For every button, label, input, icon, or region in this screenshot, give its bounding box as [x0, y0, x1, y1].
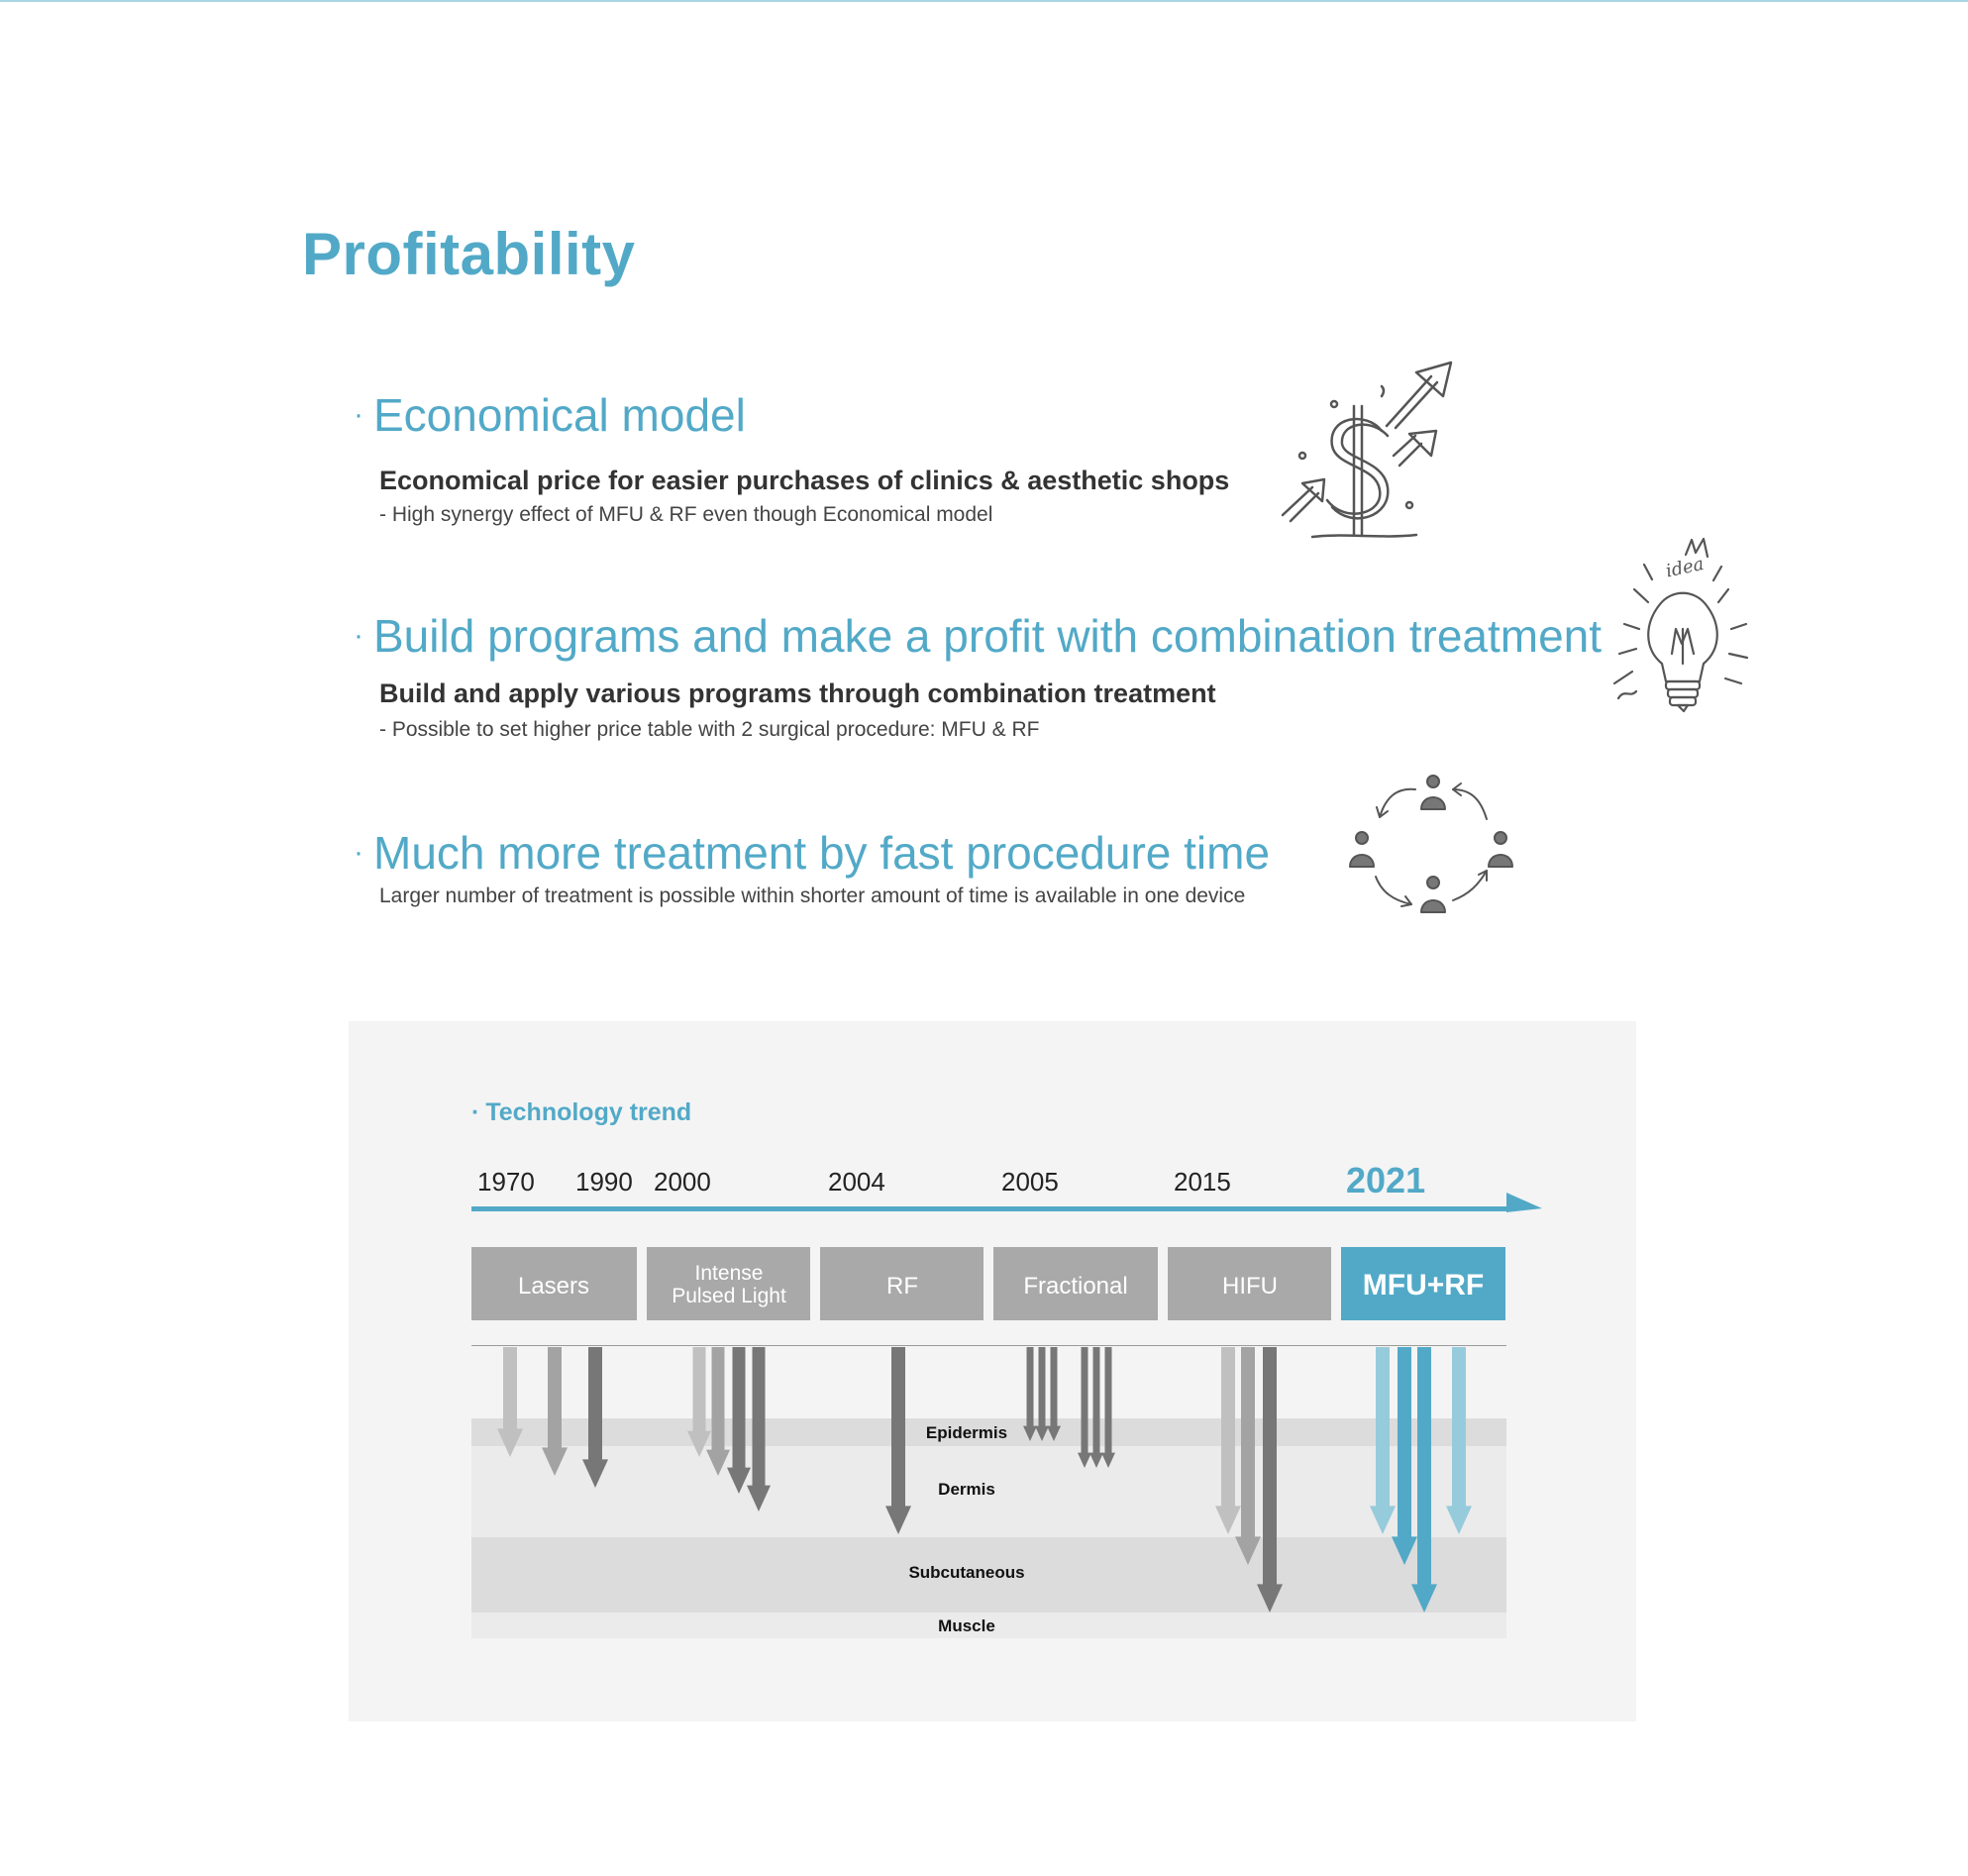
- penetration-arrow: [497, 1347, 523, 1457]
- layer-label: Subcutaneous: [908, 1563, 1024, 1582]
- layer-band-subcutaneous: [471, 1537, 1506, 1613]
- trend-title: ·Technology trend: [471, 1098, 691, 1126]
- tech-label: HIFU: [1222, 1273, 1278, 1300]
- penetration-arrow: [1257, 1347, 1283, 1613]
- penetration-arrow: [706, 1347, 730, 1476]
- penetration-arrow: [1078, 1347, 1091, 1468]
- timeline-axis: [471, 1206, 1506, 1211]
- section-economical-description: - High synergy effect of MFU & RF even t…: [379, 503, 993, 526]
- section-fast-procedure-description: Larger number of treatment is possible w…: [379, 885, 1246, 907]
- penetration-arrow: [1047, 1347, 1061, 1441]
- layer-label: Dermis: [938, 1480, 995, 1499]
- people-cycle-icon: [1349, 775, 1513, 913]
- tech-box-ipl: [647, 1247, 810, 1320]
- year-label: 1970: [477, 1167, 535, 1197]
- penetration-arrow: [1370, 1347, 1396, 1534]
- bullet: ·: [354, 835, 363, 869]
- section-heading-text: Build programs and make a profit with co…: [373, 610, 1603, 662]
- tech-label-highlight: MFU+RF: [1363, 1269, 1485, 1302]
- section-fast-procedure-heading: · Much more treatment by fast procedure t…: [354, 826, 1270, 880]
- year-label: 2015: [1174, 1167, 1231, 1197]
- year-label: 1990: [575, 1167, 633, 1197]
- tech-label: Intense: [695, 1262, 764, 1285]
- penetration-arrow: [747, 1347, 771, 1511]
- tech-label: Fractional: [1023, 1273, 1127, 1300]
- tech-box-rf: [820, 1247, 984, 1320]
- penetration-arrow: [1411, 1347, 1437, 1613]
- layer-label: Epidermis: [926, 1423, 1007, 1442]
- penetration-arrow: [1392, 1347, 1417, 1565]
- penetration-arrow: [1089, 1347, 1103, 1468]
- penetration-arrow: [582, 1347, 608, 1488]
- year-label: 2000: [654, 1167, 711, 1197]
- tech-label: Lasers: [518, 1273, 589, 1300]
- technology-trend-diagram: ·Technology trend 1970 1990 2000 2004 20…: [471, 1098, 1542, 1638]
- layer-label: Muscle: [938, 1616, 995, 1635]
- section-combination-subheading: Build and apply various programs through…: [379, 678, 1216, 708]
- penetration-arrow: [1023, 1347, 1037, 1441]
- penetration-arrow: [1235, 1347, 1261, 1565]
- page-title: Profitability: [302, 221, 636, 287]
- tech-label: Pulsed Light: [672, 1285, 786, 1307]
- tech-box-mfu-rf: [1341, 1247, 1505, 1320]
- timeline-arrowhead: [1506, 1193, 1542, 1212]
- section-combination-heading: · Build programs and make a profit with c…: [354, 609, 1602, 663]
- layer-band-muscle: [471, 1613, 1506, 1638]
- penetration-arrow: [885, 1347, 911, 1534]
- penetration-arrow: [1215, 1347, 1241, 1534]
- tech-box-lasers: [471, 1247, 637, 1320]
- layer-band-dermis: [471, 1446, 1506, 1537]
- trend-title-text: Technology trend: [485, 1098, 691, 1126]
- penetration-arrow: [1035, 1347, 1049, 1441]
- tech-box-fractional: [993, 1247, 1158, 1320]
- section-heading-text: Much more treatment by fast procedure ti…: [373, 827, 1271, 879]
- layer-band-epidermis: [471, 1418, 1506, 1446]
- penetration-arrow: [542, 1347, 568, 1476]
- technology-trend-panel: ·Technology trend 1970 1990 2000 2004 20…: [349, 1021, 1636, 1721]
- tech-box-hifu: [1168, 1247, 1331, 1320]
- penetration-arrow: [687, 1347, 711, 1457]
- year-label-highlight: 2021: [1346, 1160, 1425, 1200]
- skin-surface-line: [471, 1345, 1506, 1346]
- lightbulb-idea-icon: idea: [1612, 537, 1749, 713]
- tech-label: RF: [886, 1273, 918, 1300]
- penetration-arrow: [727, 1347, 751, 1494]
- section-economical-heading: · Economical model: [354, 388, 746, 442]
- bullet: ·: [354, 397, 363, 431]
- dollar-growth-icon: [1281, 361, 1453, 539]
- trend-bullet: ·: [471, 1098, 479, 1126]
- penetration-arrow: [1101, 1347, 1115, 1468]
- bullet: ·: [354, 618, 363, 652]
- top-rule: [0, 0, 1968, 2]
- idea-text: idea: [1664, 554, 1706, 582]
- year-label: 2004: [828, 1167, 885, 1197]
- penetration-arrows: [497, 1347, 1472, 1613]
- section-combination-description: - Possible to set higher price table wit…: [379, 718, 1040, 741]
- section-heading-text: Economical model: [373, 389, 746, 441]
- section-economical-subheading: Economical price for easier purchases of…: [379, 466, 1230, 495]
- penetration-arrow: [1446, 1347, 1472, 1534]
- year-label: 2005: [1001, 1167, 1059, 1197]
